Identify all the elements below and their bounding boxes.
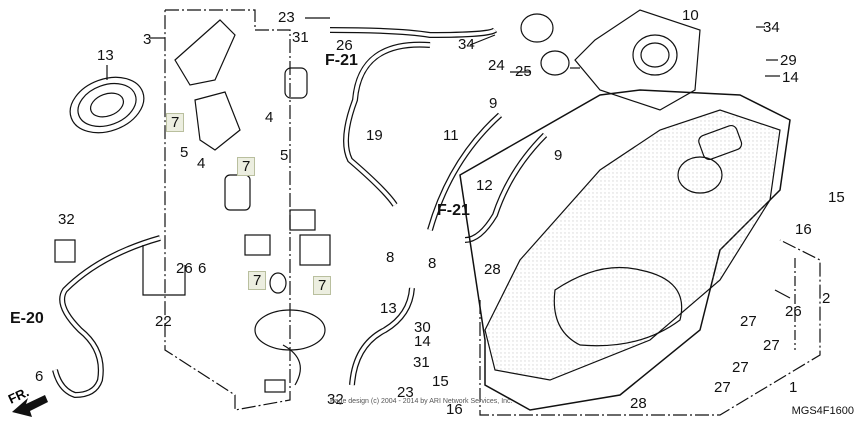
callout-19[interactable]: 19 — [366, 127, 383, 144]
ref-f21-mid[interactable]: F-21 — [437, 202, 470, 219]
callout-26a[interactable]: 26 — [785, 303, 802, 320]
callout-4a[interactable]: 4 — [265, 109, 274, 126]
ref-f21-top[interactable]: F-21 — [325, 52, 358, 69]
callout-27c[interactable]: 28 — [630, 395, 647, 412]
callout-1[interactable]: 1 — [789, 379, 798, 396]
diagram-code: MGS4F1600 — [791, 405, 854, 417]
callout-26b[interactable]: 27 — [740, 313, 757, 330]
copyright-notice: Page design (c) 2004 - 2014 by ARI Netwo… — [330, 398, 513, 405]
callout-17[interactable]: 22 — [155, 313, 172, 330]
callout-25[interactable]: 26 — [336, 37, 353, 54]
callout-7c[interactable]: 7 — [248, 271, 267, 290]
callout-10[interactable]: 10 — [682, 7, 699, 24]
callout-7a[interactable]: 7 — [166, 113, 185, 132]
callout-6a[interactable]: 6 — [198, 260, 207, 277]
callout-18[interactable]: 23 — [278, 9, 295, 26]
pump-motor-part — [224, 174, 251, 211]
fuel-tray-part — [574, 9, 701, 111]
callout-8a[interactable]: 8 — [386, 249, 395, 266]
callout-7d[interactable]: 7 — [313, 276, 332, 295]
callout-31[interactable]: 31 — [413, 354, 430, 371]
callout-33[interactable]: 34 — [458, 36, 475, 53]
callout-22[interactable]: 24 — [488, 57, 505, 74]
callout-15b[interactable]: 15 — [432, 373, 449, 390]
callout-16b[interactable]: 16 — [446, 401, 463, 418]
callout-26c[interactable]: 27 — [763, 337, 780, 354]
callout-34a[interactable]: 34 — [763, 19, 780, 36]
ref-e20[interactable]: E-20 — [10, 310, 44, 327]
callout-8b[interactable]: 8 — [428, 255, 437, 272]
callout-14b[interactable]: 14 — [414, 333, 431, 350]
callout-27d[interactable]: 28 — [484, 261, 501, 278]
callout-5a[interactable]: 5 — [280, 147, 289, 164]
callout-5b[interactable]: 5 — [180, 144, 189, 161]
callout-6b[interactable]: 6 — [35, 368, 44, 385]
pump-filter-part — [194, 91, 241, 151]
front-direction-arrow — [12, 395, 48, 417]
callout-24[interactable]: 26 — [176, 260, 193, 277]
cap-seal-part — [540, 50, 570, 76]
callout-12[interactable]: 12 — [476, 177, 493, 194]
callout-28a[interactable]: 29 — [780, 52, 797, 69]
retaining-ring-part[interactable] — [62, 68, 151, 143]
callout-11[interactable]: 11 — [443, 127, 459, 144]
callout-4b[interactable]: 4 — [197, 155, 206, 172]
callout-9b[interactable]: 9 — [554, 147, 563, 164]
callout-3[interactable]: 3 — [143, 31, 152, 48]
callout-27b[interactable]: 27 — [714, 379, 731, 396]
callout-30[interactable]: 32 — [58, 211, 75, 228]
callout-9a[interactable]: 9 — [489, 95, 498, 112]
callout-27a[interactable]: 27 — [732, 359, 749, 376]
fuel-tank-body — [484, 109, 781, 381]
callout-32[interactable]: 32 — [327, 391, 344, 408]
callout-29[interactable]: 31 — [292, 29, 309, 46]
pump-assembly-outline — [164, 9, 291, 411]
callout-20[interactable]: 23 — [397, 384, 414, 401]
callout-28b[interactable]: 30 — [414, 319, 431, 336]
callout-14a[interactable]: 14 — [782, 69, 799, 86]
callout-15a[interactable]: 15 — [828, 189, 845, 206]
fuel-cap-part — [520, 13, 554, 43]
callout-13[interactable]: 13 — [380, 300, 397, 317]
callout-7b[interactable]: 7 — [237, 157, 256, 176]
pump-cover-part — [174, 19, 236, 86]
callout-2[interactable]: 2 — [822, 290, 831, 307]
callout-21[interactable]: 13 — [97, 47, 114, 64]
callout-23[interactable]: 25 — [515, 63, 532, 80]
callout-16a[interactable]: 16 — [795, 221, 812, 238]
